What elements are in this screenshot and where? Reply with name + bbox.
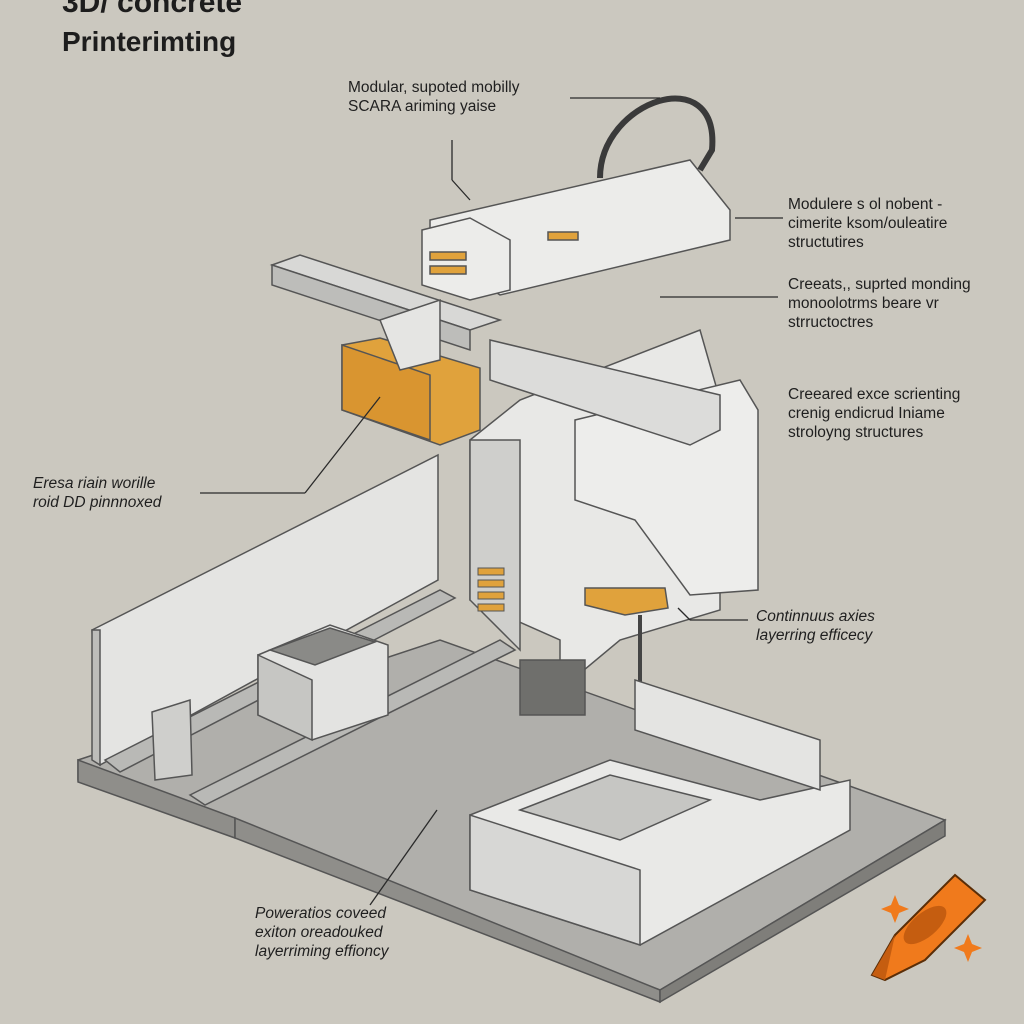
- label-eresa: Eresa riain worille roid DD pinnnoxed: [33, 474, 161, 512]
- label-modular-line1: Modulere s ol nobent -: [788, 196, 943, 213]
- label-eresa-line1: Eresa riain worille: [33, 475, 156, 492]
- label-scara-line2: SCARA ariming yaise: [348, 98, 497, 115]
- label-creates-line1: Creeats,, suprted monding: [788, 276, 971, 293]
- label-powerations: Poweratios coveed exiton oreadouked laye…: [255, 904, 389, 961]
- label-eresa-line2: roid DD pinnnoxed: [33, 494, 162, 511]
- back-wall: [91, 453, 439, 767]
- page-title-line1: 3D/ concrete: [62, 0, 243, 19]
- cable-loop: [597, 95, 716, 179]
- label-creates-line2: monoolotrms beare vr: [788, 295, 939, 312]
- label-powerations-line3: layerriming effioncy: [255, 943, 389, 960]
- sparkle-icon: [881, 895, 982, 962]
- label-modular-line3: structutires: [788, 234, 864, 251]
- crayon-icon: [870, 873, 987, 982]
- leader-lines: [200, 97, 783, 906]
- page-title-line2: Printerimting: [62, 26, 237, 57]
- label-creates-line3: strructoctres: [788, 314, 874, 331]
- label-modular-line2: cimerite ksom/ouleatire: [788, 215, 948, 232]
- label-creates: Creeats,, suprted monding monoolotrms be…: [788, 275, 971, 332]
- vent-slots: [477, 567, 505, 612]
- label-continuous-line2: layerring efficecy: [756, 627, 873, 644]
- label-powerations-line2: exiton oreadouked: [255, 924, 383, 941]
- label-scara: Modular, supoted mobilly SCARA ariming y…: [348, 78, 519, 116]
- end-bracket: [151, 698, 193, 781]
- label-creared-line1: Creeared exce scrienting: [788, 386, 961, 403]
- label-powerations-line1: Poweratios coveed: [255, 905, 386, 922]
- label-creared: Creeared exce scrienting crenig endicrud…: [788, 385, 960, 442]
- label-continuous: Continnuus axies layerring efficecy: [756, 607, 875, 645]
- top-control-box: [421, 217, 579, 301]
- rail-carriage: [257, 624, 389, 742]
- label-scara-line1: Modular, supoted mobilly: [348, 79, 520, 96]
- label-continuous-line1: Continnuus axies: [756, 608, 875, 625]
- label-creared-line2: crenig endicrud Iniame: [788, 405, 945, 422]
- gantry-beam: [269, 159, 731, 446]
- label-modular: Modulere s ol nobent - cimerite ksom/oul…: [788, 195, 947, 252]
- label-creared-line3: stroloyng structures: [788, 424, 924, 441]
- printed-structure: [469, 678, 851, 947]
- orange-print-head: [341, 298, 481, 446]
